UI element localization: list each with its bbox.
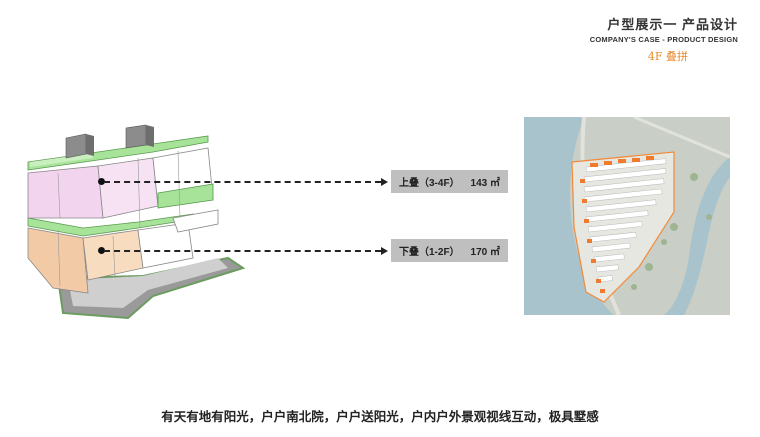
highlight-unit xyxy=(632,158,640,162)
highlight-unit xyxy=(596,279,601,283)
highlight-unit xyxy=(580,179,585,183)
tree xyxy=(631,284,637,290)
highlight-unit xyxy=(604,161,612,165)
upper-unit-label: 上叠（3-4F） 143 ㎡ xyxy=(391,170,508,193)
lower-unit-label: 下叠（1-2F） 170 ㎡ xyxy=(391,239,508,262)
highlight-unit xyxy=(587,239,592,243)
stair-tower-right-side xyxy=(146,125,154,147)
highlight-unit xyxy=(582,199,587,203)
page-header: 户型展示一 产品设计 COMPANY'S CASE - PRODUCT DESI… xyxy=(590,14,738,64)
highlighted-units xyxy=(580,156,654,293)
water-left xyxy=(524,117,614,315)
upper-callout-line xyxy=(104,181,381,183)
highlight-unit xyxy=(600,289,605,293)
lower-callout-arrowhead xyxy=(381,247,388,255)
upper-callout-arrowhead xyxy=(381,178,388,186)
highlight-unit xyxy=(591,259,596,263)
lower-terrace xyxy=(27,213,194,237)
tree xyxy=(645,263,653,271)
page-title: 户型展示一 产品设计 xyxy=(607,17,738,32)
facade-line xyxy=(177,150,181,219)
building-row xyxy=(587,221,643,233)
highlight-unit xyxy=(618,159,626,163)
upper-unit-area: 143 ㎡ xyxy=(470,178,500,189)
stair-tower-left-side xyxy=(86,134,94,156)
lower-unit-area: 170 ㎡ xyxy=(470,247,500,258)
tree xyxy=(670,223,678,231)
upper-unit-name: 上叠（3-4F） xyxy=(399,178,460,189)
page-title-english: COMPANY'S CASE - PRODUCT DESIGN xyxy=(589,35,738,44)
lower-right-balcony xyxy=(172,209,219,233)
highlight-unit xyxy=(584,219,589,223)
site-plan-image xyxy=(524,117,730,315)
facade-line xyxy=(57,229,61,287)
roof-parapet xyxy=(30,153,93,167)
tree xyxy=(661,239,667,245)
building-row xyxy=(591,242,631,253)
lower-unit-name: 下叠（1-2F） xyxy=(399,247,460,258)
tree xyxy=(706,214,712,220)
trees xyxy=(631,173,712,290)
tree xyxy=(690,173,698,181)
lower-callout-line xyxy=(104,250,381,252)
caption-text: 有天有地有阳光，户户南北院，户户送阳光，户内户外景观视线互动，极具墅感 xyxy=(161,410,599,424)
lower-unit-white xyxy=(137,222,194,269)
upper-balcony xyxy=(157,183,214,209)
stair-tower-right xyxy=(125,124,147,149)
upper-unit-side xyxy=(97,157,159,219)
building-row xyxy=(595,264,619,273)
highlight-unit xyxy=(646,156,654,160)
facade-line xyxy=(137,157,141,229)
facade-line xyxy=(112,235,116,277)
building-row xyxy=(585,199,657,213)
highlight-unit xyxy=(590,163,598,167)
building-row xyxy=(583,178,665,193)
ground-top xyxy=(68,258,228,308)
building-axonometric xyxy=(27,124,246,320)
facade-line xyxy=(57,172,61,219)
upper-unit-front xyxy=(27,165,104,219)
water-right xyxy=(664,157,730,315)
lower-unit-front xyxy=(27,227,89,294)
lower-callout-dot xyxy=(98,247,105,254)
upper-callout-dot xyxy=(98,178,105,185)
page-subtitle: 4F 叠拼 xyxy=(647,50,689,63)
stair-tower-left xyxy=(65,133,87,159)
roof-terrace xyxy=(27,135,209,171)
road xyxy=(633,117,730,159)
